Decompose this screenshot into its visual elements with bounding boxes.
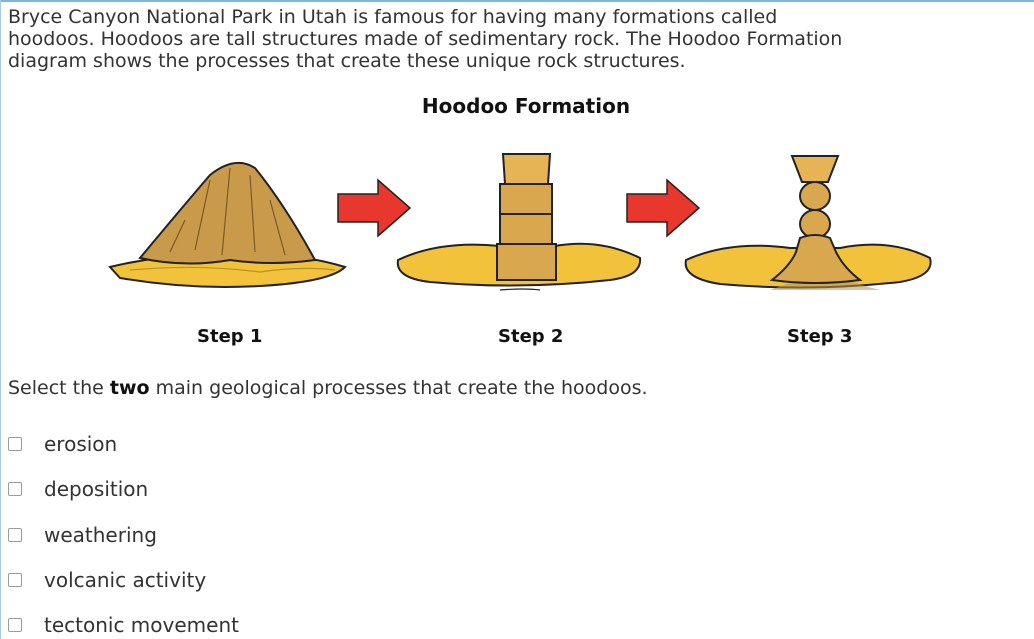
question-emphasis: two [109,377,150,399]
option-erosion[interactable]: erosion [8,432,117,456]
question-prompt: Select the two main geological processes… [8,377,648,399]
checkbox[interactable] [8,528,22,542]
step-2-label: Step 2 [498,326,564,347]
option-label: deposition [44,477,149,501]
option-label: tectonic movement [44,613,239,637]
option-label: volcanic activity [44,568,207,592]
step-1-label: Step 1 [197,326,263,347]
option-deposition[interactable]: deposition [8,477,148,501]
intro-line-2: hoodoos. Hoodoos are tall structures mad… [8,28,843,50]
diagram-title: Hoodoo Formation [421,94,631,118]
intro-line-3: diagram shows the processes that create … [8,50,686,72]
question-text-start: Select the [8,377,110,399]
checkbox[interactable] [8,437,22,451]
option-volcanic-activity[interactable]: volcanic activity [8,568,206,592]
step1-mountain-illustration [108,161,347,288]
checkbox[interactable] [8,482,22,496]
option-weathering[interactable]: weathering [8,523,157,547]
arrow-2 [626,178,701,238]
checkbox[interactable] [8,618,22,632]
step3-hoodoo-illustration [684,155,932,290]
checkbox[interactable] [8,573,22,587]
step-3-label: Step 3 [787,326,853,347]
option-label: weathering [44,523,157,547]
top-border [0,0,1034,2]
option-label: erosion [44,432,118,456]
hoodoo-diagram [108,153,932,291]
option-tectonic-movement[interactable]: tectonic movement [8,613,239,637]
intro-paragraph: Bryce Canyon National Park in Utah is fa… [8,6,1034,72]
left-border [0,0,1,639]
arrow-1 [337,178,412,238]
intro-line-1: Bryce Canyon National Park in Utah is fa… [8,6,778,28]
question-text-end: main geological processes that create th… [149,377,648,399]
step2-block-illustration [396,153,642,291]
